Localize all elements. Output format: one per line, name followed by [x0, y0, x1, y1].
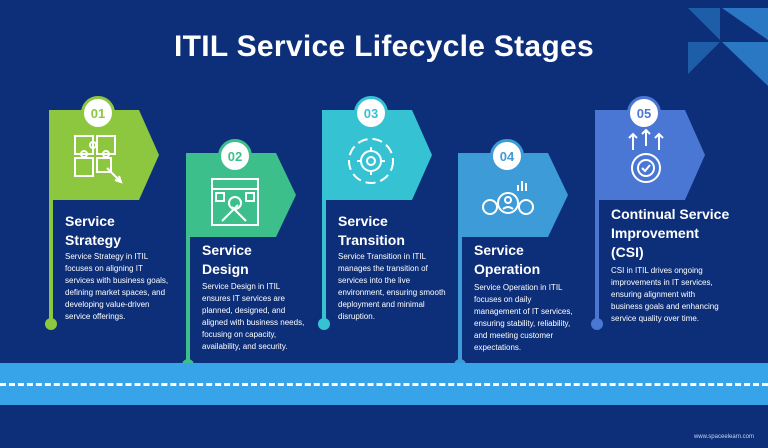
stage-pole: [322, 110, 326, 322]
stage-description: CSI in ITIL drives ongoing improvements …: [611, 266, 719, 323]
decorative-triangles: [688, 8, 768, 86]
stage-pole: [186, 153, 190, 363]
stage-dot: [591, 318, 603, 330]
road-dashed-line: [0, 383, 768, 386]
stage-dot: [318, 318, 330, 330]
stage-title: Service Design: [202, 241, 322, 279]
stage-description: Service Operation in ITIL focuses on dai…: [474, 283, 573, 352]
gear-cycle-icon: [348, 138, 394, 184]
stage-description: Service Design in ITIL ensures IT servic…: [202, 282, 305, 351]
stage-number-badge: 01: [81, 96, 115, 130]
stage-title: Continual Service Improvement (CSI): [611, 205, 761, 262]
stage-title-line1: Continual Service: [611, 206, 730, 222]
stage-title-line2: Strategy: [65, 232, 122, 248]
stage-description: Service Transition in ITIL manages the t…: [338, 252, 446, 321]
gears-team-icon: [482, 181, 534, 215]
stage-number-badge: 03: [354, 96, 388, 130]
gear-arrows-icon: [628, 128, 664, 183]
stage-pole: [49, 110, 53, 322]
stage-number-badge: 04: [490, 139, 524, 173]
stage-title-line1: Service: [202, 242, 252, 258]
road-band: [0, 363, 768, 405]
stage-pole: [595, 110, 599, 322]
stage-title-line2: Operation: [474, 261, 541, 277]
stage-title-line1: Service: [65, 213, 115, 229]
stage-flag: [186, 153, 296, 237]
stage-dot: [45, 318, 57, 330]
stage-title-line2: Improvement: [611, 225, 699, 241]
stage-title-line2: Design: [202, 261, 249, 277]
puzzle-icon: [74, 135, 123, 184]
stage-title: Service Transition: [338, 212, 458, 250]
stage-title-line1: Service: [474, 242, 524, 258]
stage-title: Service Operation: [474, 241, 594, 279]
page-title: ITIL Service Lifecycle Stages: [173, 30, 595, 63]
stage-title-line1: Service: [338, 213, 388, 229]
stage-title-line3: (CSI): [611, 244, 644, 260]
stage-flag: [322, 110, 432, 200]
stage-number-badge: 05: [627, 96, 661, 130]
footer-website: www.spaceelearn.com: [693, 434, 754, 440]
stage-number-badge: 02: [218, 139, 252, 173]
stage-title-line2: Transition: [338, 232, 405, 248]
design-tools-icon: [211, 178, 259, 226]
stage-title: Service Strategy: [65, 212, 185, 250]
stage-description: Service Strategy in ITIL focuses on alig…: [65, 252, 169, 321]
stage-pole: [458, 153, 462, 363]
